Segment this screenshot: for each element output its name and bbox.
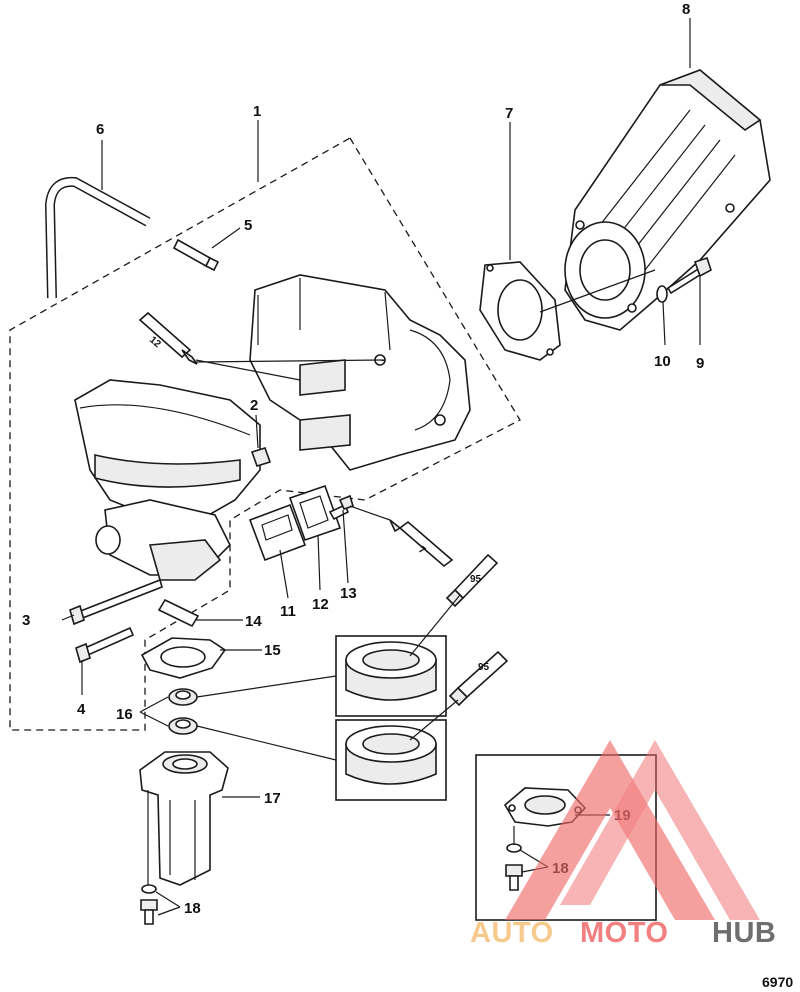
seal-detail-box-top [335, 635, 447, 717]
callout-9: 9 [696, 355, 704, 372]
watermark-text-hub: HUB [712, 917, 776, 949]
bolt-4 [75, 626, 135, 664]
screw-13 [328, 494, 354, 521]
watermark-triangle-outer [505, 740, 715, 920]
sealant-tube-95a: 95 [445, 553, 499, 608]
sealant-tube-7: 7 [389, 519, 454, 568]
callout-5: 5 [244, 217, 252, 234]
callout-1: 1 [253, 103, 261, 120]
sealant-tube-95b: 95 [448, 650, 509, 707]
callout-16: 16 [116, 706, 133, 723]
washer-18 [141, 884, 157, 894]
crankcase-lower [74, 379, 261, 581]
seal-16b [168, 717, 198, 735]
callout-18-main: 18 [184, 900, 201, 917]
callout-8: 8 [682, 1, 690, 18]
watermark-text-moto: MOTO [580, 917, 668, 949]
bearing-housing-17 [139, 751, 229, 886]
leader-lines [61, 18, 701, 916]
svg-text:95: 95 [470, 574, 482, 585]
callout-10: 10 [654, 353, 671, 370]
callout-17: 17 [264, 790, 281, 807]
sleeve-14 [157, 598, 200, 628]
callout-11: 11 [280, 603, 296, 620]
callout-7: 7 [505, 105, 513, 122]
bolt-3 [69, 578, 163, 626]
callout-3: 3 [22, 612, 30, 629]
seal-16a [168, 688, 198, 706]
gasket-7 [479, 261, 561, 361]
bushing-2 [250, 447, 272, 467]
callout-13: 13 [340, 585, 357, 602]
reed-plate-11 [248, 503, 307, 562]
screw-18 [140, 899, 158, 925]
crankcase-upper [249, 274, 471, 471]
bolt-9 [666, 256, 712, 295]
exhaust-housing [564, 69, 771, 331]
sealant-tube-12: 12 [138, 311, 198, 365]
pin-5 [172, 238, 220, 272]
gasket-15 [140, 637, 227, 679]
figure-number: 6970 [762, 974, 793, 990]
svg-text:95: 95 [478, 662, 490, 673]
callout-2: 2 [250, 397, 258, 414]
hose-6 [44, 176, 151, 299]
assembly-outline-1 [9, 137, 521, 731]
callout-6: 6 [96, 121, 104, 138]
callout-4: 4 [77, 701, 86, 718]
washer-10 [656, 285, 668, 303]
callout-14: 14 [245, 613, 262, 630]
seal-detail-box-bottom [335, 719, 447, 801]
callout-12: 12 [312, 596, 329, 613]
reed-plate-12 [288, 484, 342, 542]
watermark-triangle-inner [560, 740, 760, 920]
watermark-text-auto: AUTO [470, 917, 554, 949]
svg-text:7: 7 [416, 544, 428, 556]
callout-15: 15 [264, 642, 281, 659]
watermark-logo: AUTO MOTO HUB [470, 740, 776, 949]
